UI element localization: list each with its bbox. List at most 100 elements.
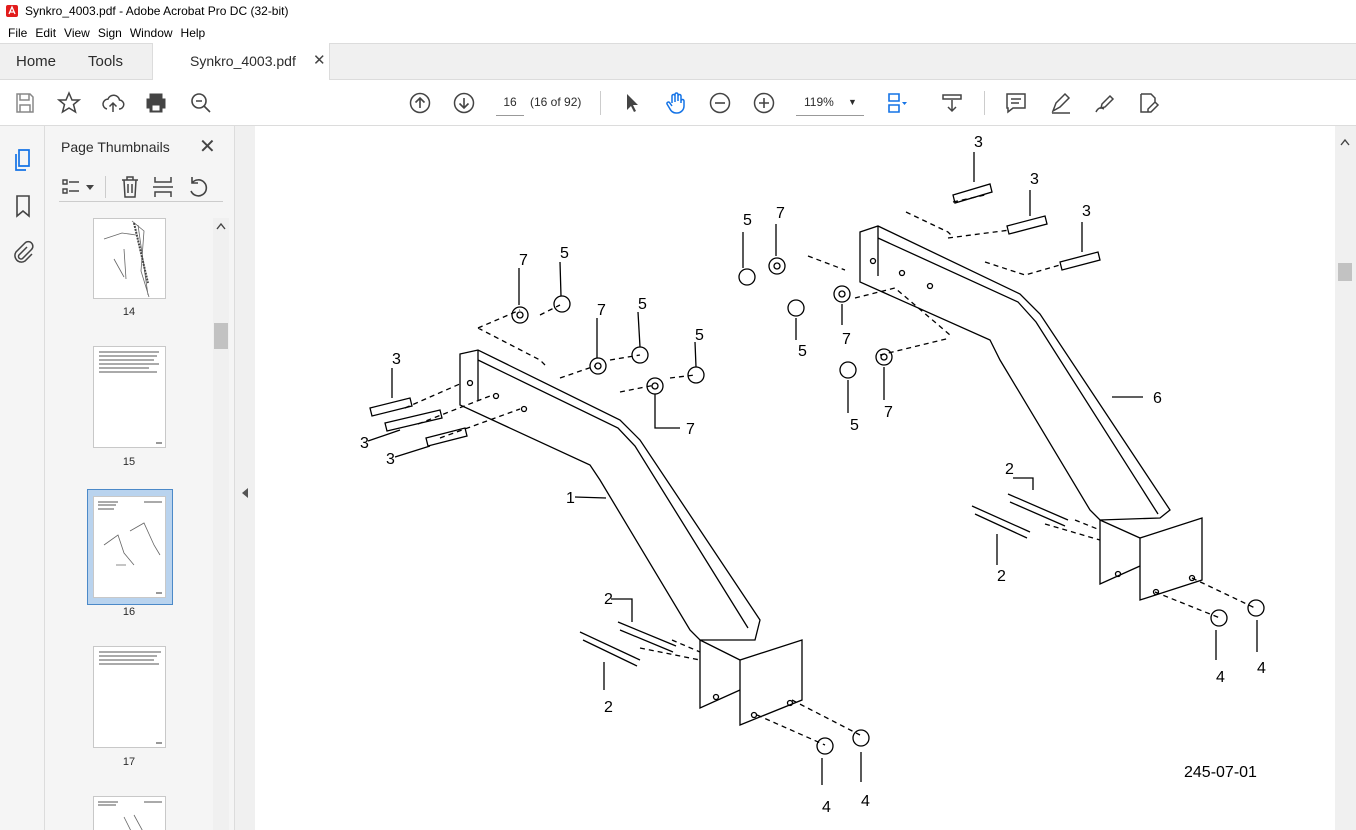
thumbnail-toolbar <box>59 174 223 202</box>
svg-text:5: 5 <box>638 296 647 313</box>
zoom-in-icon[interactable] <box>752 91 776 115</box>
panel-collapse-gutter[interactable] <box>235 126 255 830</box>
panel-title: Page Thumbnails <box>61 139 170 155</box>
page-thumbnails-icon[interactable] <box>11 148 35 172</box>
page-thumbnail[interactable] <box>93 218 166 299</box>
tab-tools[interactable]: Tools <box>88 53 124 70</box>
thumbnail-drawing <box>98 801 162 830</box>
svg-text:3: 3 <box>974 134 983 151</box>
svg-text:5: 5 <box>560 245 569 262</box>
toolbar-divider <box>105 176 106 198</box>
menu-sign[interactable]: Sign <box>97 25 122 40</box>
svg-text:2: 2 <box>997 568 1006 585</box>
scroll-up-icon[interactable] <box>216 222 226 230</box>
svg-text:3: 3 <box>1030 171 1039 188</box>
title-bar: Synkro_4003.pdf - Adobe Acrobat Pro DC (… <box>0 0 1356 22</box>
navigation-rail <box>0 126 45 830</box>
comment-icon[interactable] <box>1004 91 1028 115</box>
next-page-icon[interactable] <box>452 91 476 115</box>
svg-text:2: 2 <box>1005 461 1014 478</box>
svg-text:7: 7 <box>776 205 785 222</box>
menu-view[interactable]: View <box>64 25 90 40</box>
menu-edit[interactable]: Edit <box>35 25 57 40</box>
svg-text:3: 3 <box>392 351 401 368</box>
svg-text:7: 7 <box>842 331 851 348</box>
page-thumbnail[interactable] <box>93 796 166 830</box>
page-thumbnail[interactable] <box>93 346 166 448</box>
scrollbar-thumb[interactable] <box>1338 263 1352 281</box>
svg-text:3: 3 <box>386 451 395 468</box>
tab-document[interactable]: Synkro_4003.pdf ✕ <box>152 43 330 80</box>
tab-bar: Home Tools Synkro_4003.pdf ✕ <box>0 43 1356 80</box>
collapse-panel-icon[interactable] <box>241 488 249 498</box>
svg-text:5: 5 <box>743 212 752 229</box>
zoom-out-icon[interactable] <box>708 91 732 115</box>
document-scrollbar[interactable] <box>1335 126 1356 830</box>
thumbnail-panel: Page Thumbnails ✕ 14 15 16 17 <box>45 126 235 830</box>
page-label: 16 <box>122 606 136 618</box>
rotate-icon[interactable] <box>187 175 209 199</box>
window-title: Synkro_4003.pdf - Adobe Acrobat Pro DC (… <box>25 4 289 18</box>
edit-pdf-icon[interactable] <box>1137 91 1161 115</box>
page-thumbnail-selected[interactable] <box>93 496 166 598</box>
fit-page-icon[interactable] <box>884 91 908 115</box>
save-icon[interactable] <box>13 91 37 115</box>
thumbnail-drawing <box>99 351 162 444</box>
extract-pages-icon[interactable] <box>152 175 174 199</box>
scrollbar-thumb[interactable] <box>214 323 228 349</box>
svg-text:4: 4 <box>822 799 831 816</box>
zoom-level: 119% <box>804 95 834 109</box>
page-label: 14 <box>122 306 136 318</box>
delete-trash-icon[interactable] <box>119 175 141 199</box>
bookmark-icon[interactable] <box>11 194 35 218</box>
svg-text:7: 7 <box>519 252 528 269</box>
svg-text:5: 5 <box>850 417 859 434</box>
page-label: 17 <box>122 756 136 768</box>
options-menu-icon[interactable] <box>61 176 85 198</box>
hand-tool-icon[interactable] <box>664 91 688 115</box>
tab-home[interactable]: Home <box>16 53 57 70</box>
thumbnail-drawing <box>103 220 150 298</box>
star-icon[interactable] <box>56 91 82 115</box>
svg-text:4: 4 <box>1257 660 1266 677</box>
figure-code: 245-07-01 <box>1184 764 1257 781</box>
thumbnail-list: 14 15 16 17 <box>45 218 213 830</box>
thumbnail-scrollbar[interactable] <box>213 218 229 830</box>
scroll-up-icon[interactable] <box>1340 138 1350 146</box>
svg-text:4: 4 <box>1216 669 1225 686</box>
menu-file[interactable]: File <box>8 25 28 40</box>
chevron-down-icon: ▼ <box>848 97 857 107</box>
page-thumbnail[interactable] <box>93 646 166 748</box>
previous-page-icon[interactable] <box>408 91 432 115</box>
acrobat-icon <box>6 5 18 17</box>
svg-text:7: 7 <box>597 302 606 319</box>
svg-text:3: 3 <box>1082 203 1091 220</box>
menu-window[interactable]: Window <box>129 25 173 40</box>
toolbar: 16 (16 of 92) 119% ▼ <box>0 80 1356 126</box>
thumbnail-drawing <box>99 651 162 744</box>
highlight-pen-icon[interactable] <box>1049 91 1073 115</box>
menu-bar: File Edit View Sign Window Help <box>0 22 1356 43</box>
close-icon[interactable]: ✕ <box>199 136 216 158</box>
page-label: 15 <box>122 456 136 468</box>
chevron-down-icon[interactable] <box>86 183 94 191</box>
select-cursor-icon[interactable] <box>620 91 644 115</box>
page-number-input[interactable]: 16 <box>496 90 524 116</box>
svg-text:6: 6 <box>1153 390 1162 407</box>
svg-text:5: 5 <box>695 327 704 344</box>
page-count: (16 of 92) <box>530 95 582 109</box>
zoom-search-icon[interactable] <box>189 91 213 115</box>
attachment-icon[interactable] <box>11 240 35 264</box>
close-tab-icon[interactable]: ✕ <box>313 52 326 69</box>
print-icon[interactable] <box>144 91 168 115</box>
menu-help[interactable]: Help <box>180 25 206 40</box>
svg-text:2: 2 <box>604 699 613 716</box>
sign-pen-icon[interactable] <box>1093 91 1117 115</box>
scroll-mode-icon[interactable] <box>940 91 964 115</box>
toolbar-divider <box>984 91 985 115</box>
cloud-upload-icon[interactable] <box>101 91 125 115</box>
zoom-level-select[interactable]: 119% ▼ <box>796 90 864 116</box>
